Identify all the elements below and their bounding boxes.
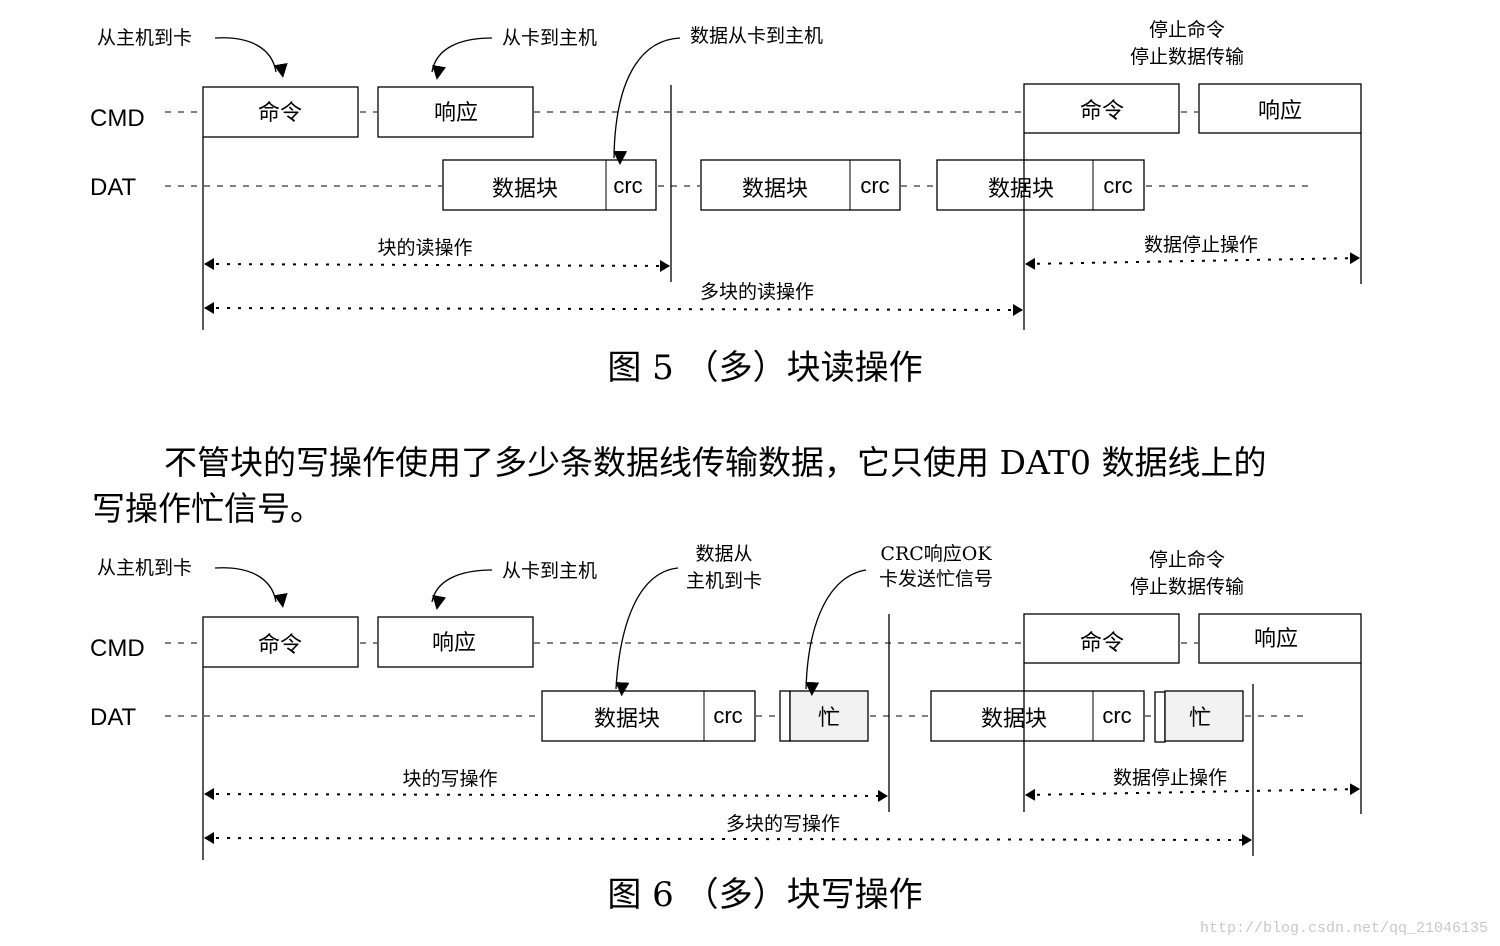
crc-label: crc — [713, 703, 742, 728]
stop-response-box — [1198, 83, 1362, 134]
card-to-host-arrow — [431, 569, 493, 610]
stop-response-label: 响应 — [1258, 99, 1302, 124]
block-write-span-label: 块的写操作 — [402, 768, 497, 790]
data-block — [936, 159, 1145, 211]
response-box — [377, 616, 534, 668]
data-stop-span-label: 数据停止操作 — [1144, 234, 1258, 256]
dat-signal-label: DAT — [90, 704, 137, 731]
cmd-signal-label: CMD — [90, 105, 145, 132]
data-host-to-card-annotation-line2: 主机到卡 — [686, 570, 762, 592]
data-block-label: 数据块 — [988, 177, 1054, 202]
command-label: 命令 — [258, 101, 302, 126]
busy-signal-box — [789, 690, 869, 742]
figure-6-caption: 图 6 （多）块写操作 — [607, 875, 922, 915]
figure-5: CMD DAT 命令 响应 命令 响应 数据块 crc — [90, 19, 1362, 388]
card-to-host-annotation: 从卡到主机 — [502, 27, 597, 49]
stop-command-annotation-line2: 停止数据传输 — [1130, 46, 1244, 68]
multi-block-write-span-label: 多块的写操作 — [726, 813, 840, 835]
block-read-span-label: 块的读操作 — [377, 237, 472, 259]
crc-label: crc — [613, 173, 642, 198]
figure-5-caption: 图 5 （多）块读操作 — [607, 348, 922, 388]
host-to-card-annotation: 从主机到卡 — [97, 27, 192, 49]
host-to-card-annotation: 从主机到卡 — [97, 557, 192, 579]
data-host-to-card-annotation-line1: 数据从 — [695, 543, 752, 565]
data-stop-span-label: 数据停止操作 — [1113, 767, 1227, 789]
data-card-to-host-arrow — [613, 37, 681, 166]
figure-6: CMD DAT 命令 响应 命令 响应 数据块 crc 忙 — [90, 543, 1362, 915]
crc-label: crc — [1102, 703, 1131, 728]
data-block — [700, 159, 901, 211]
busy-signal-box — [1164, 690, 1244, 742]
busy-label: 忙 — [818, 706, 840, 731]
data-block-label: 数据块 — [492, 177, 558, 202]
busy-start-bit — [779, 690, 791, 742]
stop-command-box — [1023, 613, 1180, 664]
timing-markers — [202, 614, 1362, 860]
command-label: 命令 — [258, 633, 302, 658]
host-to-card-arrow — [214, 567, 288, 608]
multi-block-read-span-arrow — [204, 302, 1023, 316]
crc-ok-annotation-line1: CRC响应OK — [880, 543, 992, 565]
card-to-host-annotation: 从卡到主机 — [502, 560, 597, 582]
crc-ok-arrow — [805, 569, 867, 697]
stop-command-annotation-line1: 停止命令 — [1149, 19, 1225, 41]
multi-block-write-span-arrow — [204, 832, 1252, 846]
card-to-host-arrow — [431, 37, 493, 80]
host-to-card-arrow — [214, 37, 288, 78]
dat-signal-label: DAT — [90, 174, 137, 201]
busy-label: 忙 — [1189, 706, 1211, 731]
command-box — [202, 86, 359, 138]
multi-block-read-span-label: 多块的读操作 — [700, 281, 814, 303]
data-block-label: 数据块 — [981, 707, 1047, 732]
response-label: 响应 — [434, 101, 478, 126]
stop-command-annotation-line2: 停止数据传输 — [1130, 576, 1244, 598]
timing-markers — [202, 85, 1362, 330]
paragraph-line-2: 写操作忙信号。 — [92, 489, 323, 528]
data-block — [442, 159, 657, 211]
data-stop-span-arrow — [1025, 783, 1360, 801]
cmd-signal-label: CMD — [90, 635, 145, 662]
data-host-to-card-arrow — [615, 567, 679, 697]
stop-command-box — [1023, 83, 1180, 134]
crc-ok-annotation-line2: 卡发送忙信号 — [879, 568, 993, 590]
stop-command-label: 命令 — [1080, 99, 1124, 124]
stop-response-box — [1198, 613, 1362, 664]
watermark: http://blog.csdn.net/qq_21046135 — [1200, 920, 1488, 937]
block-read-span-arrow — [204, 258, 670, 272]
command-box — [202, 616, 359, 668]
body-paragraph: 不管块的写操作使用了多少条数据线传输数据，它只使用 DAT0 数据线上的 写操作… — [92, 440, 1382, 532]
busy-start-bit — [1154, 691, 1166, 743]
response-label: 响应 — [432, 631, 476, 656]
data-block-label: 数据块 — [594, 707, 660, 732]
crc-label: crc — [1103, 173, 1132, 198]
block-write-span-arrow — [204, 788, 888, 802]
stop-command-annotation-line1: 停止命令 — [1149, 549, 1225, 571]
data-card-to-host-annotation: 数据从卡到主机 — [690, 25, 823, 47]
data-stop-span-arrow — [1025, 252, 1360, 270]
response-box — [377, 86, 534, 138]
stop-response-label: 响应 — [1254, 627, 1298, 652]
paragraph-line-1: 不管块的写操作使用了多少条数据线传输数据，它只使用 DAT0 数据线上的 — [164, 443, 1267, 482]
data-block — [930, 690, 1145, 742]
crc-label: crc — [860, 173, 889, 198]
stop-command-label: 命令 — [1080, 631, 1124, 656]
data-block — [541, 690, 756, 742]
data-block-label: 数据块 — [742, 177, 808, 202]
